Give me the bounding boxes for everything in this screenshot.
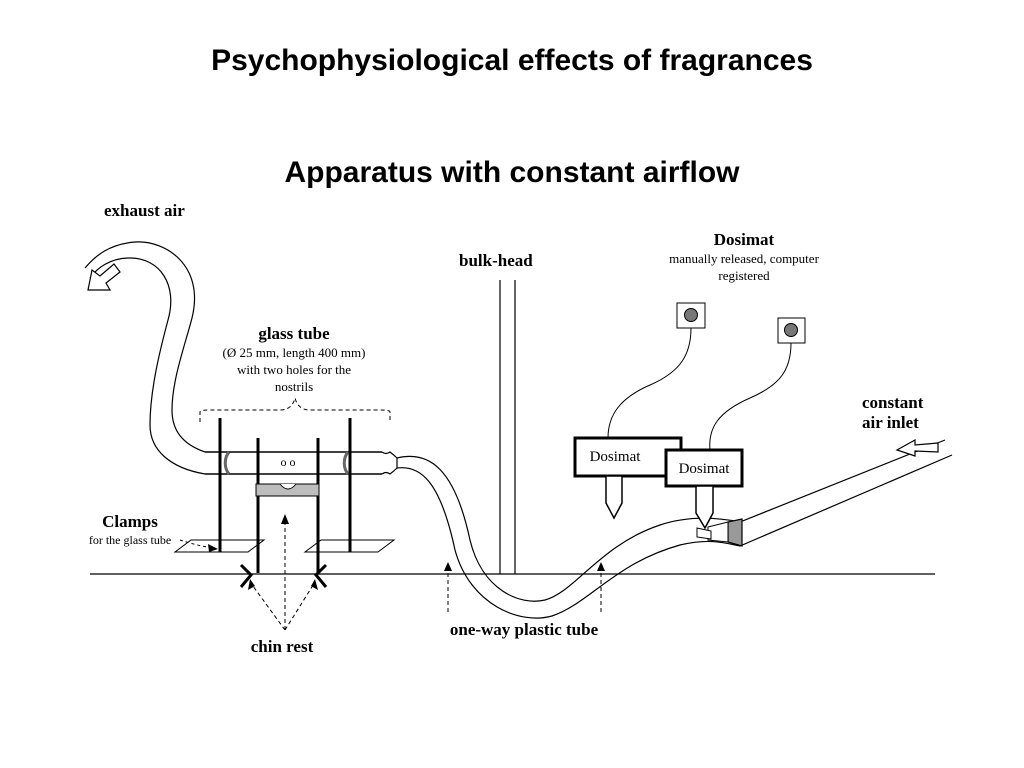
page-title: Psychophysiological effects of fragrance… [211,44,813,77]
glass-tube-line3: nostrils [274,379,314,394]
exhaust-air-label: exhaust air [104,201,185,220]
dosimat-box-1-label: Dosimat [589,449,641,465]
exhaust-arrow-icon [87,263,121,291]
clamps-description: Clamps for the glass tube [70,512,190,549]
glass-tube-line2: with two holes for the [236,362,352,377]
clamps-title: Clamps [102,512,158,531]
tube-arrows [447,568,602,612]
tube-arrowheads [444,562,605,571]
dosimat-unit-1 [573,302,706,520]
clamps-desc: for the glass tube [88,533,172,547]
tube-connector [381,451,398,475]
nostril-holes-label: o o [280,455,296,469]
bulk-head [499,280,516,574]
clamp-plates [173,539,396,553]
one-way-tube-label: one-way plastic tube [449,620,599,639]
constant-line1: constant [862,393,924,412]
chin-pad-notch [279,483,297,490]
dosimat-box-2-label: Dosimat [678,461,730,477]
chin-rest-frame [239,438,328,588]
glass-tube-brace [199,397,391,422]
glass-tube [205,451,382,475]
constant-air-inlet-label: constant air inlet [862,393,952,433]
dosimat-description: Dosimat manually released, computer regi… [644,230,844,284]
dosimat-unit-2 [664,317,806,530]
clamps-arrowhead-icon [208,544,218,552]
dosimat-nozzle [696,527,712,540]
chin-rest-arrowheads [248,514,318,590]
bulk-head-label: bulk-head [459,251,533,270]
glass-tube-title: glass tube [258,324,330,343]
glass-tube-line1: (Ø 25 mm, length 400 mm) [222,345,366,360]
dosimat-desc-line1: manually released, computer [669,251,819,266]
glass-tube-description: glass tube (Ø 25 mm, length 400 mm) with… [194,324,394,395]
chin-rest-label: chin rest [250,637,314,656]
exhaust-hose [84,241,206,475]
diagram-subtitle: Apparatus with constant airflow [284,156,740,189]
tube-sleeve [727,518,743,547]
clamp-posts [218,418,352,552]
chin-rest-arrows [249,520,316,631]
constant-line2: air inlet [862,413,919,432]
plastic-tube [396,439,953,619]
dosimat-title: Dosimat [713,230,775,249]
dosimat-desc-line2: registered [718,268,770,283]
inlet-arrow-icon [895,438,939,457]
